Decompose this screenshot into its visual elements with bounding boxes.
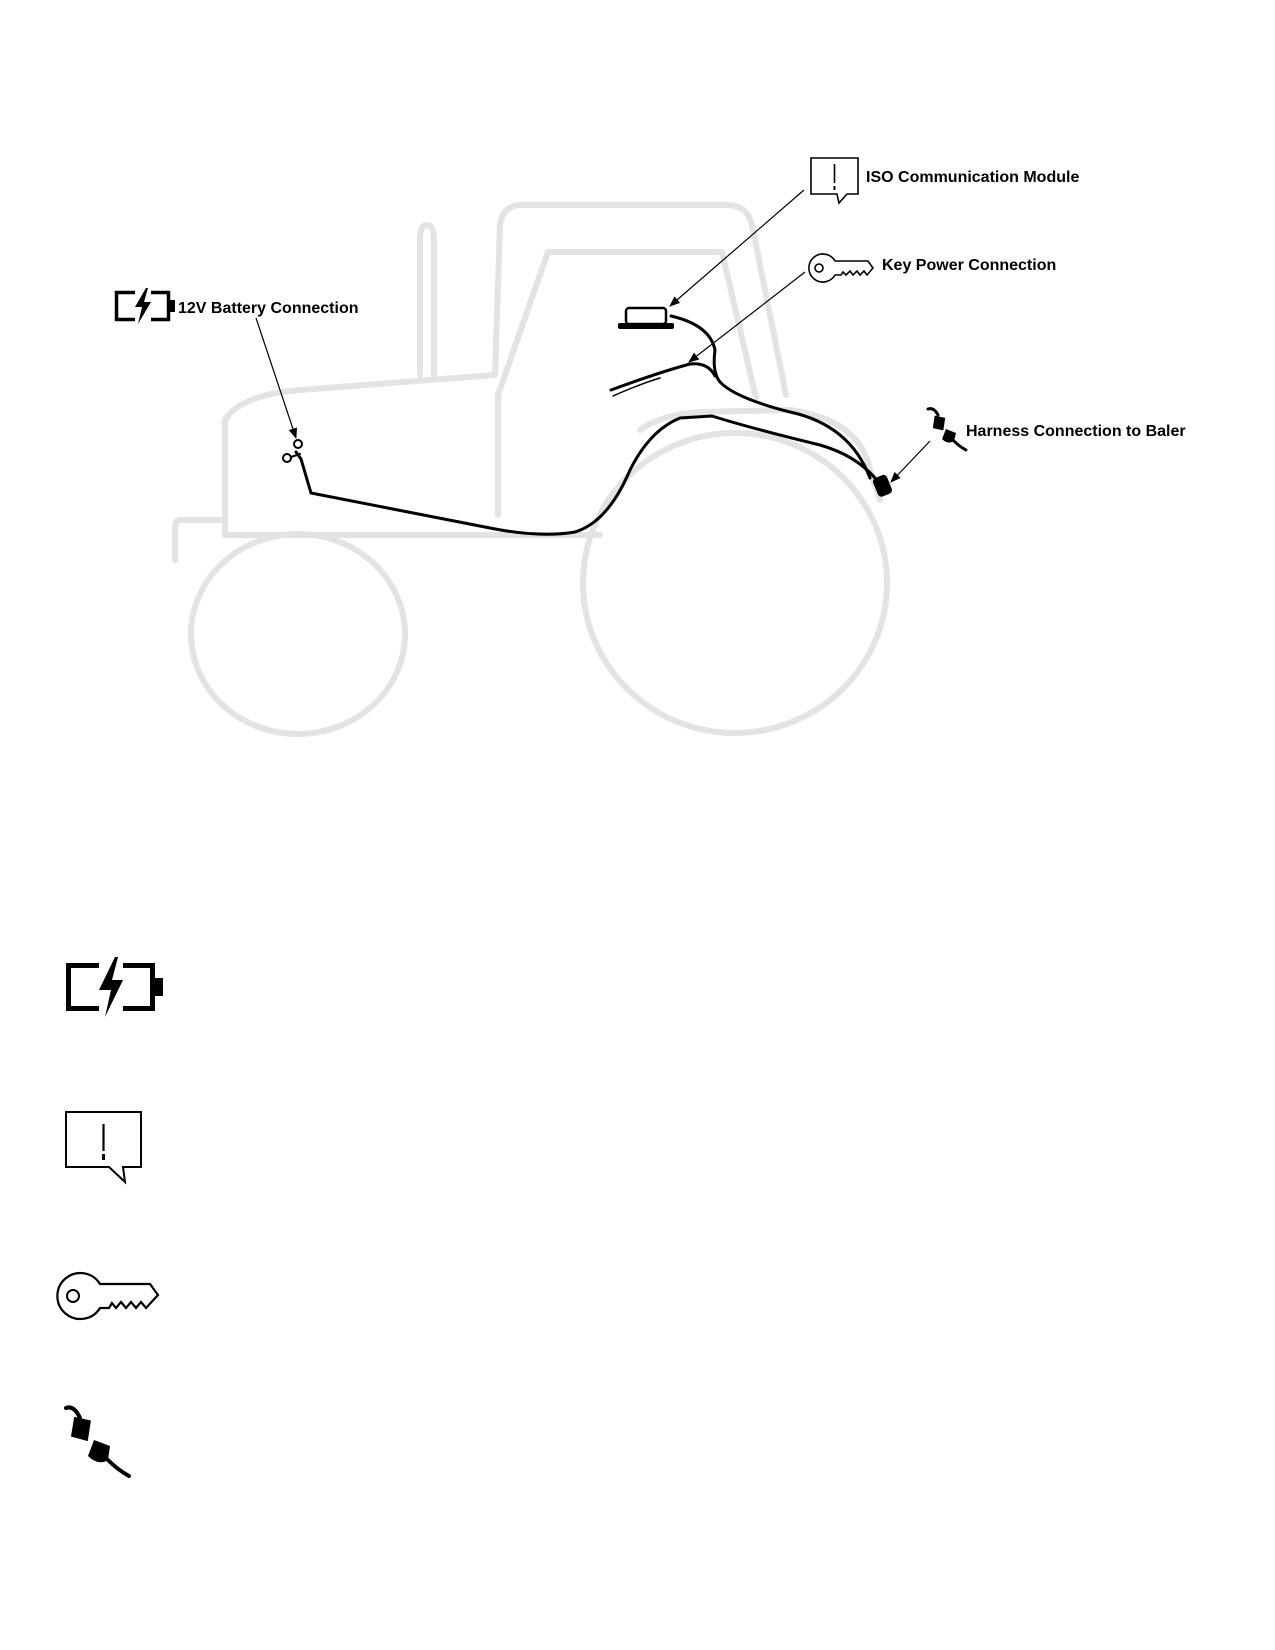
tractor-body xyxy=(172,372,498,563)
battery-leader xyxy=(255,317,298,440)
iso-module-device xyxy=(618,306,674,329)
key-power-wire-strand xyxy=(612,377,661,397)
tractor-cab xyxy=(492,202,789,398)
rear-fender xyxy=(637,407,883,503)
tractor-underside xyxy=(222,517,603,538)
key-icon xyxy=(56,1271,160,1321)
alert-message-icon xyxy=(810,157,859,205)
legend xyxy=(56,957,163,1478)
main-cable xyxy=(309,414,877,536)
battery-lead xyxy=(294,450,313,495)
battery-label: 12V Battery Connection xyxy=(178,300,358,317)
plug-connector-icon xyxy=(64,1405,131,1478)
front-wheel xyxy=(188,531,408,737)
harness-leader xyxy=(890,440,931,483)
callout-leaders xyxy=(255,189,931,483)
tractor-silhouette xyxy=(172,202,890,737)
baler-connector xyxy=(872,474,892,497)
iso-module-callout: ISO Communication Module xyxy=(810,157,1079,205)
key-icon xyxy=(808,253,875,283)
rear-wheel xyxy=(580,430,890,736)
plug-connector-icon xyxy=(926,407,968,452)
iso-module-label: ISO Communication Module xyxy=(866,169,1079,186)
iso-module-leader xyxy=(669,189,805,307)
exhaust-stack xyxy=(417,222,437,378)
harness-callout: Harness Connection to Baler xyxy=(926,407,1186,452)
battery-terminal xyxy=(282,439,303,463)
key-power-leader xyxy=(688,271,806,363)
battery-charging-icon xyxy=(66,957,163,1017)
battery-callout: 12V Battery Connection xyxy=(114,288,358,324)
key-power-label: Key Power Connection xyxy=(882,257,1056,274)
key-power-callout: Key Power Connection xyxy=(808,253,1056,283)
battery-charging-icon xyxy=(114,288,175,324)
alert-message-icon xyxy=(65,1111,142,1185)
module-cable xyxy=(669,314,872,480)
key-power-wire xyxy=(609,362,717,392)
harness-label: Harness Connection to Baler xyxy=(966,423,1186,440)
wiring-harness xyxy=(282,306,892,536)
cab-window xyxy=(495,249,759,518)
